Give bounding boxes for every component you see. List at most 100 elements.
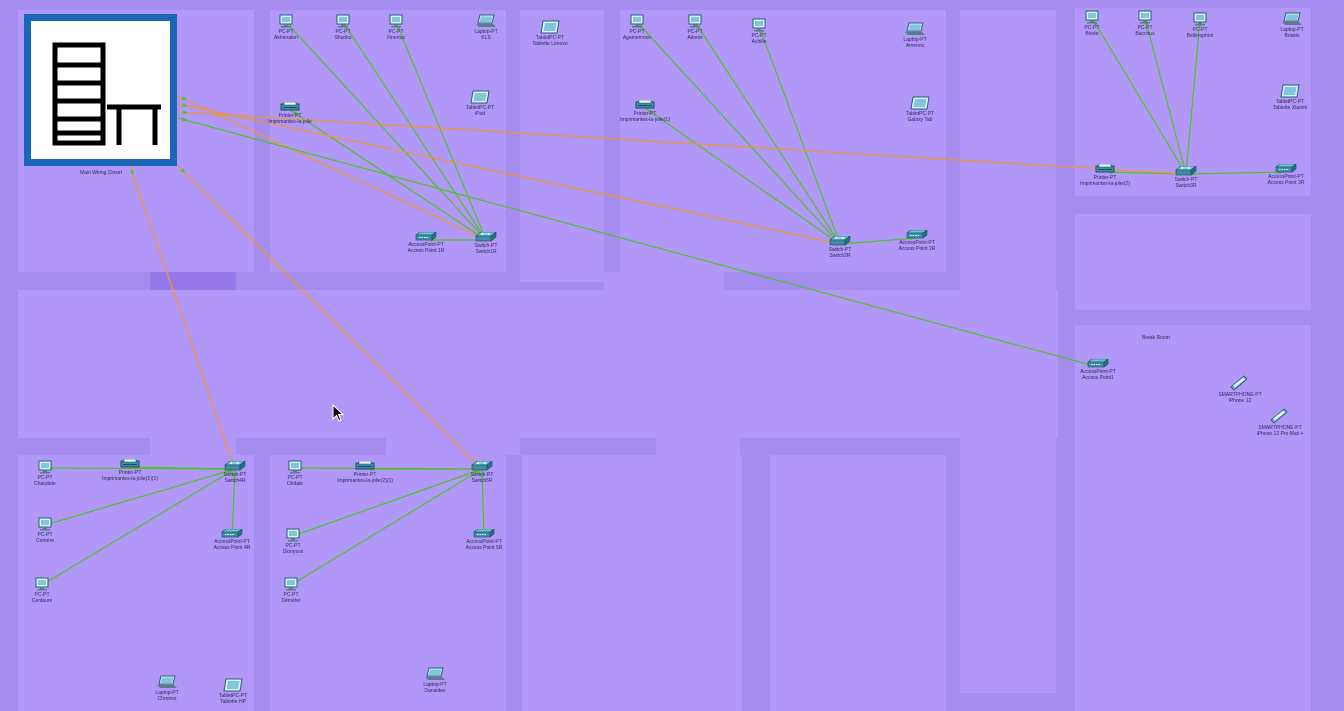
laptop-icon <box>1252 12 1332 26</box>
device-name-label: Switch4R <box>224 478 246 484</box>
printer-icon <box>605 100 685 110</box>
closet-label: Main Wiring Closet <box>80 170 122 176</box>
smartphone-icon <box>1240 408 1320 424</box>
device-name-label: Cerbère <box>35 538 55 544</box>
device-type-label: PC-PT <box>1137 25 1153 31</box>
tablet-icon <box>510 20 590 34</box>
device-type-label: PC-PT <box>287 475 303 481</box>
device-name-label: Imprimantes-la-jolie(2)(1) <box>337 478 393 484</box>
device-type-label: Laptop-PT <box>1280 27 1304 33</box>
device-type-label: TabletPC-PT <box>218 693 248 699</box>
device-name-label: Bacchus <box>1135 31 1155 37</box>
device-name-label: Imprimantes-la-jolie(1)(1) <box>102 476 158 482</box>
device-type-label: Printer-PT <box>118 470 142 476</box>
device-name-label: Achille <box>751 39 767 45</box>
access-point-icon <box>1058 359 1138 368</box>
pc-icon <box>655 14 735 28</box>
device-type-label: PC-PT <box>283 592 299 598</box>
printer-icon <box>1065 164 1145 174</box>
device-name-label: Switch5R <box>471 478 493 484</box>
device-type-label: PC-PT <box>687 29 703 35</box>
device-name-label: Danaides <box>424 688 446 694</box>
device-type-label: PC-PT <box>335 29 351 35</box>
pc-icon <box>719 18 799 32</box>
device-name-label: Imprimantes-la-jolie(2) <box>1080 181 1130 187</box>
device-name-label: Adonis <box>687 35 703 41</box>
device-type-label: PC-PT <box>1192 27 1208 33</box>
closet-icon <box>31 21 170 159</box>
device-type-label: TabletPC-PT <box>905 111 935 117</box>
device-type-label: PC-PT <box>751 33 767 39</box>
room-corridor-1 <box>520 10 604 282</box>
device-name-label: KLS <box>481 35 491 41</box>
pc-icon <box>253 528 333 542</box>
break-room-label: Break Room <box>1142 335 1170 341</box>
laptop-icon <box>127 675 207 689</box>
device-name-label: Access Point 5R <box>465 545 503 551</box>
device-name-label: Switch2R <box>829 253 851 259</box>
room-3-lower <box>1075 214 1311 310</box>
pc-icon <box>597 14 677 28</box>
device-type-label: PC-PT <box>278 29 294 35</box>
pc-icon <box>303 14 383 28</box>
mouse-cursor-icon <box>332 404 344 422</box>
device-name-label: Access Point 3R <box>1267 180 1305 186</box>
device-type-label: Laptop-PT <box>903 37 927 43</box>
device-name-label: Briséis <box>1284 33 1300 39</box>
device-type-label: PC-PT <box>388 29 404 35</box>
device-name-label: iPhone 12 Pro Max + <box>1256 431 1304 437</box>
device-type-label: Switch-PT <box>828 247 852 253</box>
device-type-label: Printer-PT <box>278 113 302 119</box>
device-name-label: Access Point1 <box>1082 375 1114 381</box>
wall-segment <box>150 272 236 290</box>
main-wiring-closet[interactable] <box>24 14 177 166</box>
device-name-label: Access Point 4R <box>213 545 251 551</box>
device-type-label: TabletPC-PT <box>1275 99 1305 105</box>
printer-icon <box>325 461 405 471</box>
